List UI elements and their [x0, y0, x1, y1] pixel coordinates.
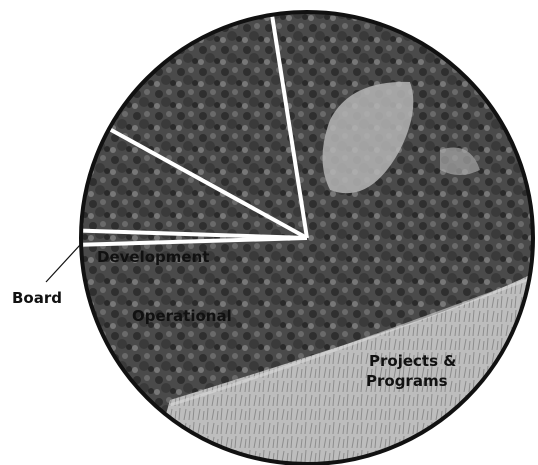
divider-operational-projects	[269, 14, 309, 239]
slice-label-projects-programs: Projects & Programs	[366, 352, 462, 390]
slice-labels: Board Development Operational Projects &…	[12, 244, 462, 390]
divider-board-development	[81, 228, 308, 240]
slice-dividers	[81, 14, 309, 247]
slice-label-board: Board	[12, 289, 62, 307]
divider-development-operational	[108, 127, 308, 240]
slice-label-development: Development	[97, 248, 209, 266]
board-leader-line	[45, 244, 81, 283]
slice-label-operational: Operational	[132, 307, 232, 325]
slice-label-projects-line2: Programs	[366, 372, 448, 390]
forest-photo-background	[81, 12, 533, 464]
divider-board-start	[81, 236, 308, 247]
slice-label-projects-line1: Projects &	[369, 352, 456, 370]
pie-rim	[79, 10, 535, 465]
